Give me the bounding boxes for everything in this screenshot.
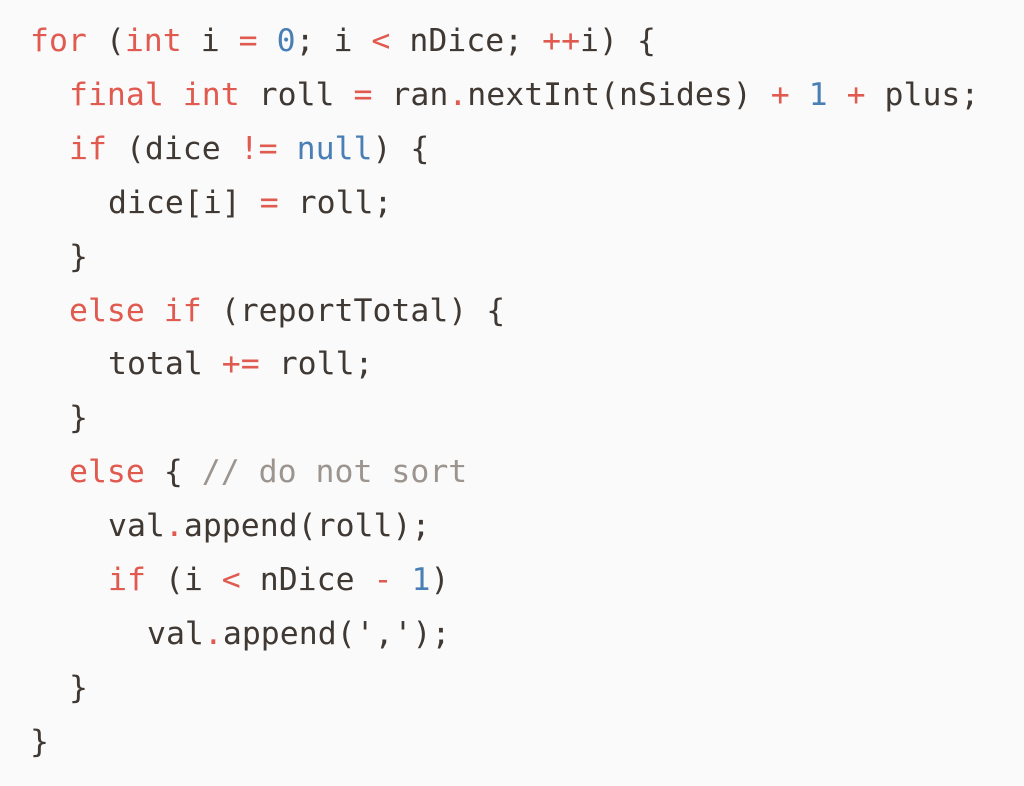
code-keyword: int bbox=[124, 23, 182, 59]
code-line: if (dice != null) { bbox=[69, 122, 429, 176]
code-literal: 0 bbox=[276, 23, 296, 59]
code-keyword: . bbox=[448, 76, 468, 113]
code-text: } bbox=[69, 238, 88, 275]
code-keyword: = bbox=[259, 184, 279, 221]
code-keyword: != bbox=[239, 130, 278, 167]
code-text: i) { bbox=[580, 23, 656, 59]
code-line: total += roll; bbox=[108, 337, 374, 391]
code-keyword: + bbox=[846, 76, 866, 113]
code-line: val.append(roll); bbox=[108, 499, 430, 553]
code-keyword: < bbox=[221, 562, 241, 598]
code-keyword: < bbox=[371, 23, 391, 59]
code-comment: // do not sort bbox=[201, 454, 468, 491]
code-keyword: else bbox=[69, 454, 145, 491]
code-text: i bbox=[181, 23, 239, 59]
code-literal: null bbox=[296, 130, 373, 167]
code-text: ) bbox=[430, 562, 450, 598]
code-keyword: if bbox=[69, 130, 107, 167]
code-keyword: else bbox=[69, 292, 145, 329]
code-keyword: = bbox=[238, 23, 258, 59]
code-text: } bbox=[69, 669, 88, 706]
code-line: val.append(','); bbox=[147, 607, 469, 661]
code-text: val bbox=[108, 508, 165, 545]
code-text: nDice bbox=[240, 562, 374, 598]
code-text: ran bbox=[372, 76, 449, 113]
code-text: (reportTotal) { bbox=[201, 292, 506, 329]
code-text: val bbox=[147, 615, 204, 652]
code-text: plus; bbox=[865, 76, 980, 113]
code-text bbox=[164, 77, 183, 113]
code-keyword: . bbox=[203, 615, 223, 652]
code-text: nDice; bbox=[390, 23, 543, 59]
code-text: } bbox=[30, 723, 49, 760]
code-text: ( bbox=[86, 23, 125, 59]
code-line: dice[i] = roll; bbox=[108, 176, 392, 230]
code-keyword: final bbox=[69, 76, 164, 113]
code-text: dice[i] bbox=[108, 184, 260, 221]
code-text: total bbox=[108, 346, 222, 383]
code-text: nextInt(nSides) bbox=[467, 76, 771, 113]
code-line: for (int i = 0; i < nDice; ++i) { bbox=[30, 14, 656, 68]
code-line: else { // do not sort bbox=[69, 445, 467, 499]
code-text bbox=[278, 131, 297, 167]
code-text bbox=[258, 23, 277, 59]
code-literal: 1 bbox=[411, 562, 431, 598]
code-keyword: if bbox=[163, 292, 202, 329]
code-text: append(roll); bbox=[183, 508, 431, 545]
code-text bbox=[145, 293, 164, 329]
code-keyword: + bbox=[770, 76, 790, 113]
code-keyword: for bbox=[30, 23, 87, 59]
code-text: { bbox=[144, 454, 202, 491]
code-line: else if (reportTotal) { bbox=[69, 284, 505, 338]
code-keyword: ++ bbox=[542, 23, 581, 59]
code-line: } bbox=[69, 661, 88, 715]
code-literal: 1 bbox=[808, 76, 828, 113]
code-keyword: if bbox=[108, 562, 146, 598]
code-keyword: . bbox=[164, 508, 184, 545]
code-text: roll; bbox=[278, 184, 393, 221]
code-line: } bbox=[69, 391, 88, 445]
code-line: final int roll = ran.nextInt(nSides) + 1… bbox=[69, 68, 979, 122]
code-text: ; i bbox=[295, 23, 372, 59]
code-text: (dice bbox=[106, 130, 240, 167]
code-keyword: int bbox=[182, 76, 240, 113]
code-line: } bbox=[30, 715, 49, 769]
code-line: } bbox=[69, 230, 88, 284]
code-text bbox=[790, 77, 809, 113]
code-text bbox=[393, 562, 412, 598]
code-keyword: = bbox=[353, 76, 373, 113]
code-text: roll bbox=[239, 76, 354, 113]
code-text: append(','); bbox=[222, 615, 470, 652]
code-text: ) { bbox=[372, 130, 430, 167]
code-text bbox=[828, 77, 847, 113]
code-keyword: += bbox=[221, 346, 260, 383]
code-text: } bbox=[69, 400, 88, 437]
code-line: if (i < nDice - 1) bbox=[108, 553, 449, 607]
code-text: roll; bbox=[259, 346, 374, 383]
code-keyword: - bbox=[373, 562, 393, 598]
code-text: (i bbox=[145, 562, 222, 598]
